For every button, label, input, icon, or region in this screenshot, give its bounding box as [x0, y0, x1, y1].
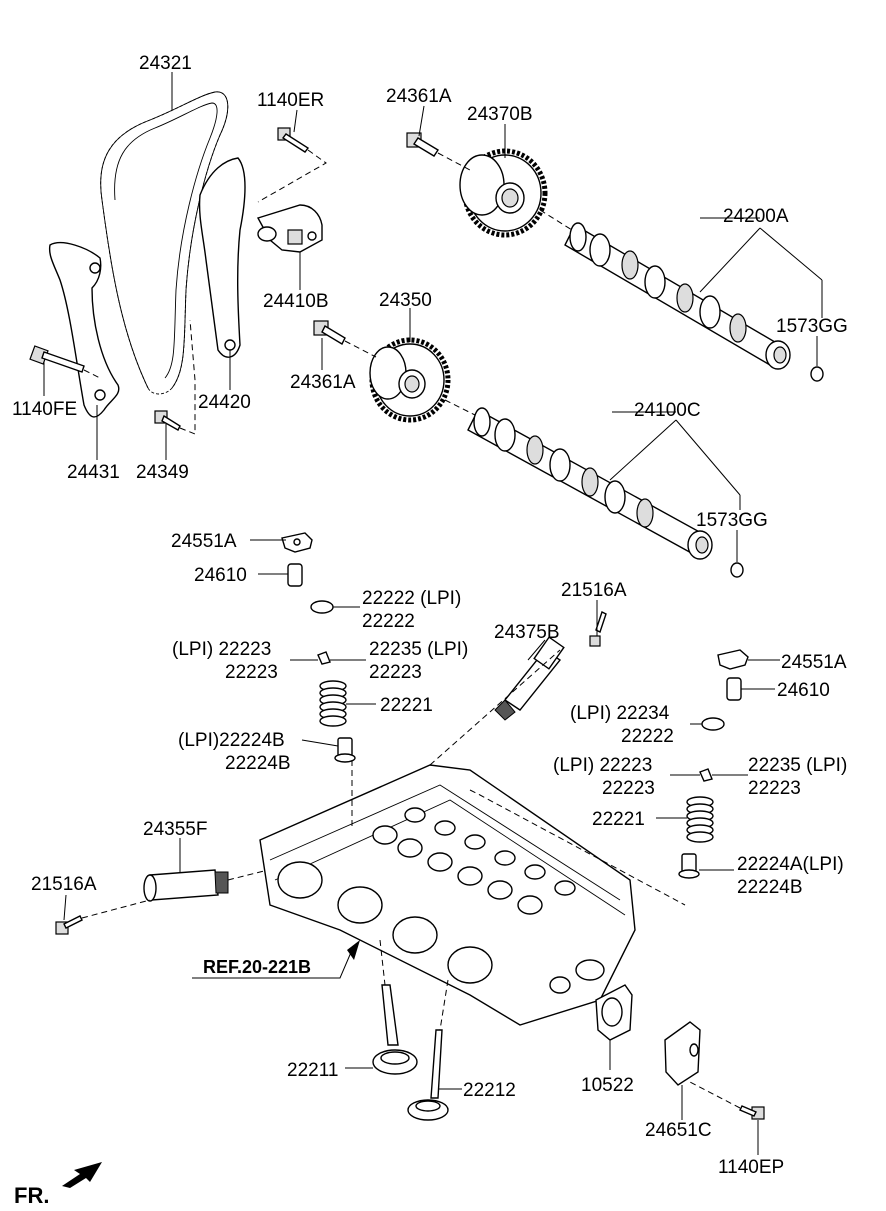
- label-22222-right: 22222: [621, 726, 674, 747]
- retainer-22222-left: [310, 600, 334, 614]
- front-arrow-icon: [62, 1162, 102, 1188]
- bolt-21516a-left: [55, 915, 83, 935]
- bolt-21516a-right: [589, 611, 607, 647]
- label-1140ep: 1140EP: [718, 1157, 784, 1178]
- label-22222-lpi-left: 22222 (LPI): [362, 588, 461, 609]
- label-22211: 22211: [287, 1060, 338, 1081]
- cvvt-sprocket-24350: [369, 337, 451, 423]
- label-24100c: 24100C: [634, 400, 701, 421]
- label-22235-lpi-right: 22235 (LPI): [748, 755, 847, 776]
- lash-adjuster-24610-right: [726, 677, 742, 701]
- label-21516a-left: 21516A: [31, 874, 97, 895]
- label-22223-left: 22223: [225, 662, 278, 683]
- label-22212: 22212: [463, 1080, 516, 1101]
- retainer-22222-right: [701, 717, 725, 731]
- label-22221-left: 22221: [380, 695, 433, 716]
- valve-stem-seal-22224b-right: [678, 853, 700, 879]
- label-21516a-right: 21516A: [561, 580, 627, 601]
- label-24431: 24431: [67, 462, 120, 483]
- label-24551a-right: 24551A: [781, 652, 847, 673]
- label-24410b: 24410B: [263, 291, 329, 312]
- cotter-22223-left: [317, 651, 331, 665]
- chain-tensioner-24410b: [256, 204, 323, 253]
- label-24370b: 24370B: [467, 104, 533, 125]
- label-22223-lpi-right: (LPI) 22223: [553, 755, 652, 776]
- label-24651c: 24651C: [645, 1120, 712, 1141]
- intake-valve-22211: [372, 984, 418, 1075]
- label-10522: 10522: [581, 1075, 634, 1096]
- timing-chain: [100, 91, 229, 395]
- leader-lines: [43, 72, 823, 1155]
- bolt-24361a-mid: [313, 320, 346, 345]
- exhaust-valve-22212: [407, 1029, 449, 1121]
- label-24361a-top: 24361A: [386, 86, 452, 107]
- label-24350: 24350: [379, 290, 432, 311]
- plug-1573gg-top: [810, 366, 824, 382]
- bolt-24361a-top: [406, 132, 439, 157]
- label-24321: 24321: [139, 53, 192, 74]
- label-22222-left: 22222: [362, 611, 415, 632]
- label-22224b-left: 22224B: [225, 753, 291, 774]
- label-24420: 24420: [198, 392, 251, 413]
- chain-tensioner-arm-24431: [48, 241, 120, 418]
- label-22224b-right: 22224B: [737, 877, 803, 898]
- label-22221-right: 22221: [592, 809, 645, 830]
- label-24610-right: 24610: [777, 680, 830, 701]
- label-22224a-lpi: 22224A(LPI): [737, 854, 844, 875]
- bolt-24349: [154, 410, 181, 431]
- bolt-1140er: [277, 127, 310, 153]
- cover-24651c: [664, 1021, 701, 1086]
- cotter-22223-right: [699, 768, 713, 782]
- gasket-10522: [595, 984, 633, 1041]
- oil-control-valve-24375b: [494, 636, 565, 721]
- label-1140fe: 1140FE: [12, 399, 77, 420]
- label-1573gg-mid: 1573GG: [696, 510, 768, 531]
- bolt-1140ep: [739, 1105, 765, 1120]
- label-22223-lpi-left: (LPI) 22223: [172, 639, 271, 660]
- plug-1573gg-mid: [730, 562, 744, 578]
- label-22223-right2: 22223: [748, 778, 801, 799]
- label-24361a-mid: 24361A: [290, 372, 356, 393]
- label-1140er: 1140ER: [257, 90, 324, 111]
- label-24200a: 24200A: [723, 206, 789, 227]
- label-1573gg-top: 1573GG: [776, 316, 848, 337]
- label-24349: 24349: [136, 462, 189, 483]
- bolt-1140fe: [29, 345, 85, 373]
- ref-arrow-icon: [347, 940, 360, 960]
- valve-spring-22221-right: [686, 796, 714, 843]
- label-22235-lpi-left: 22235 (LPI): [369, 639, 468, 660]
- label-22234-lpi: (LPI) 22234: [570, 703, 670, 724]
- cvvt-sprocket-24370b: [459, 148, 548, 238]
- label-24610-left: 24610: [194, 565, 247, 586]
- camshaft-24200a: [564, 222, 791, 370]
- lash-adjuster-24610-left: [287, 563, 303, 587]
- part-labels: 24321 1140ER 24361A 24370B 24200A 24410B…: [12, 53, 848, 1208]
- chain-guide-24420: [198, 157, 246, 358]
- oil-control-valve-24355f: [143, 869, 229, 902]
- label-22223-right: 22223: [602, 778, 655, 799]
- rocker-arm-24551a-right: [717, 649, 749, 670]
- valve-stem-seal-22224b-left: [334, 737, 356, 763]
- label-24551a-left: 24551A: [171, 531, 237, 552]
- ref-label[interactable]: REF.20-221B: [203, 957, 311, 977]
- label-22224b-lpi: (LPI)22224B: [178, 730, 285, 751]
- label-24355f: 24355F: [143, 819, 207, 840]
- valve-spring-22221-left: [319, 680, 347, 727]
- label-22223-left2: 22223: [369, 662, 422, 683]
- rocker-arm-24551a-left: [281, 532, 313, 553]
- label-24375b: 24375B: [494, 622, 560, 643]
- front-label: FR.: [14, 1183, 49, 1208]
- camshaft-24100c: [467, 407, 713, 560]
- cylinder-head: [259, 764, 636, 1026]
